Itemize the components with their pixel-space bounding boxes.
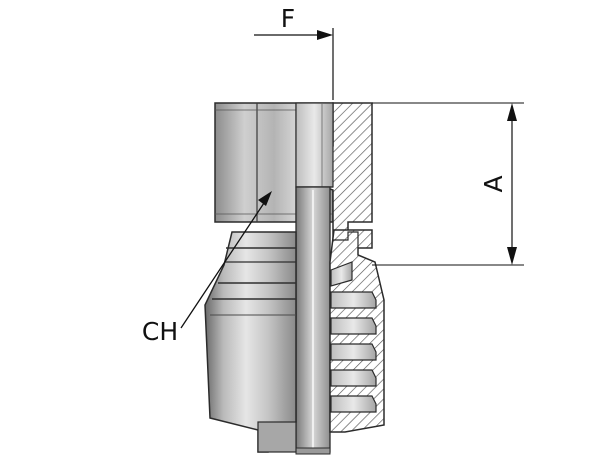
hex-nut-section — [295, 102, 373, 241]
nipple-stem — [295, 186, 331, 455]
dimension-a-label: A — [479, 175, 508, 192]
crimp-sleeve — [204, 231, 297, 453]
callout-ch-label: CH — [142, 317, 178, 346]
dimension-f: F — [254, 4, 334, 100]
dimension-f-label: F — [281, 4, 295, 33]
serration-teeth — [330, 261, 377, 413]
crimp-sleeve-section — [329, 229, 385, 433]
dimension-a: A — [372, 102, 524, 266]
callout-ch: CH — [142, 191, 272, 346]
